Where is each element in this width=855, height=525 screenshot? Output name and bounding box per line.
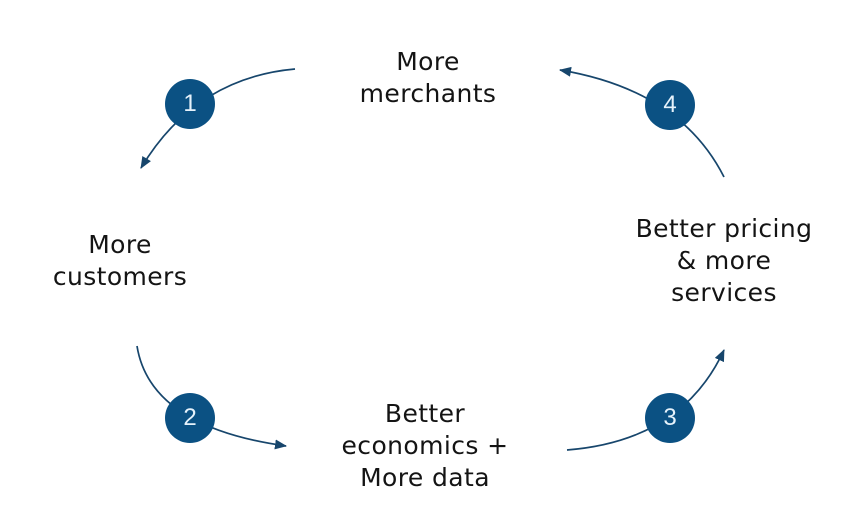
node-better-economics: Better economics + More data <box>341 399 509 492</box>
node-better-pricing: Better pricing & more services <box>635 214 813 307</box>
arrow-economics-to-pricing-icon <box>566 349 725 451</box>
step-number: 4 <box>663 91 677 118</box>
node-more-customers: More customers <box>52 230 188 291</box>
arrow-pricing-to-merchants-icon <box>559 66 725 178</box>
step-circle-2: 2 <box>165 393 215 443</box>
node-more-merchants: More merchants <box>359 47 497 108</box>
step-circle-3: 3 <box>645 393 695 443</box>
step-circle-1: 1 <box>165 79 215 129</box>
step-number: 3 <box>663 404 677 431</box>
step-number: 1 <box>183 90 197 117</box>
step-number: 2 <box>183 404 197 431</box>
arrow-merchants-to-customers-icon <box>140 68 296 169</box>
arrow-customers-to-economics-icon <box>136 345 287 450</box>
step-circle-4: 4 <box>645 80 695 130</box>
